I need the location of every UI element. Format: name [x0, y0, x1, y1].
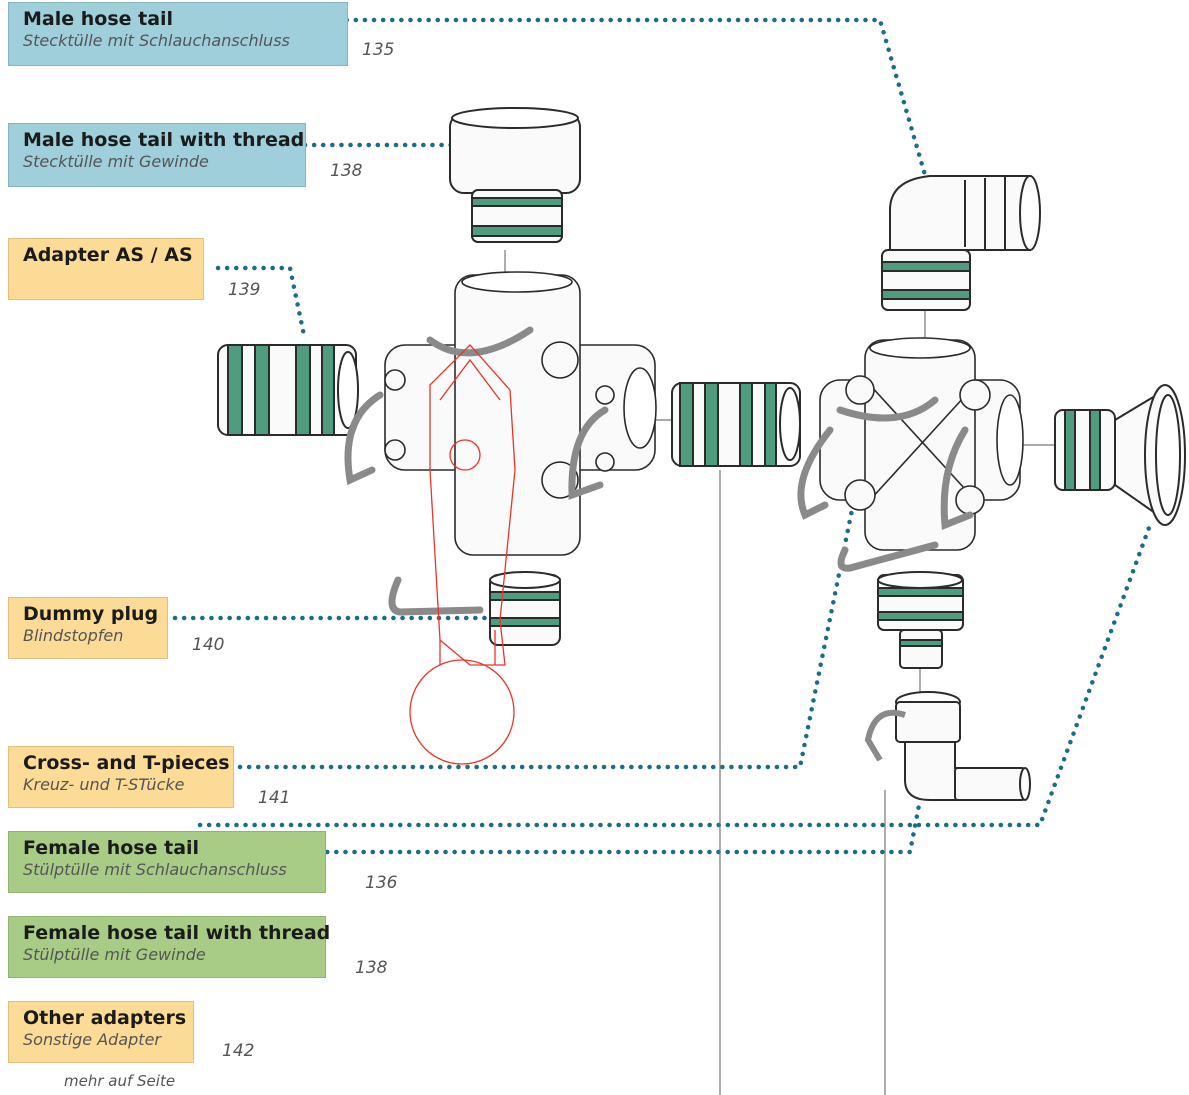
dummy-plug-part [489, 571, 561, 646]
page-number: 140 [192, 635, 225, 655]
page-number: 136 [365, 873, 398, 893]
page-number: 135 [362, 40, 395, 60]
page-number: 142 [222, 1041, 255, 1061]
leader-female-hose-tail [215, 797, 923, 855]
leader-male-hose-tail [189, 17, 928, 178]
label-subtitle: Stecktülle mit Gewinde [23, 152, 209, 171]
adapter-as-as-part [217, 344, 359, 436]
label-title: Other adapters [23, 1007, 187, 1029]
label-title: Female hose tail with thread [23, 922, 331, 944]
other-adapter-part [1054, 384, 1186, 526]
leader-lines [172, 17, 1153, 855]
footnote: mehr auf Seite [64, 1072, 176, 1090]
label-subtitle: Stülptülle mit Schlauchanschluss [23, 860, 287, 879]
female-hose-tail-part [864, 691, 1031, 801]
valve-body [384, 271, 657, 556]
label-title: Dummy plug [23, 603, 159, 625]
label-title: Adapter AS / AS [23, 244, 193, 266]
middle-adapter-part [671, 382, 801, 467]
page-number: 138 [330, 161, 363, 181]
leader-adapter-as-as [215, 265, 308, 343]
label-subtitle: Sonstige Adapter [23, 1030, 161, 1049]
label-subtitle: Kreuz- und T-STücke [23, 775, 185, 794]
page-number: 138 [355, 958, 388, 978]
cross-piece-part [819, 337, 1024, 551]
lower-coupling-part [877, 571, 964, 669]
label-subtitle: Stülptülle mit Gewinde [23, 945, 206, 964]
label-subtitle: Blindstopfen [23, 626, 124, 645]
label-title: Cross- and T-pieces [23, 752, 230, 774]
elbow-male-hose-tail-part [881, 175, 1041, 311]
lever-handle [409, 344, 516, 765]
page-number: 141 [258, 788, 291, 808]
male-hose-tail-thread-part [449, 107, 581, 243]
label-adapter-as-as: Adapter AS / AS [8, 238, 204, 300]
label-title: Male hose tail [23, 8, 174, 30]
leader-other-adapters [197, 522, 1153, 828]
cross-clips [797, 396, 974, 572]
valve-clips [344, 326, 609, 616]
page-number: 139 [228, 280, 261, 300]
label-subtitle: Stecktülle mit Schlauchanschluss [23, 31, 290, 50]
leader-cross-t-pieces [237, 492, 858, 770]
label-title: Female hose tail [23, 837, 200, 859]
label-title: Male hose tail with thread [23, 129, 305, 151]
